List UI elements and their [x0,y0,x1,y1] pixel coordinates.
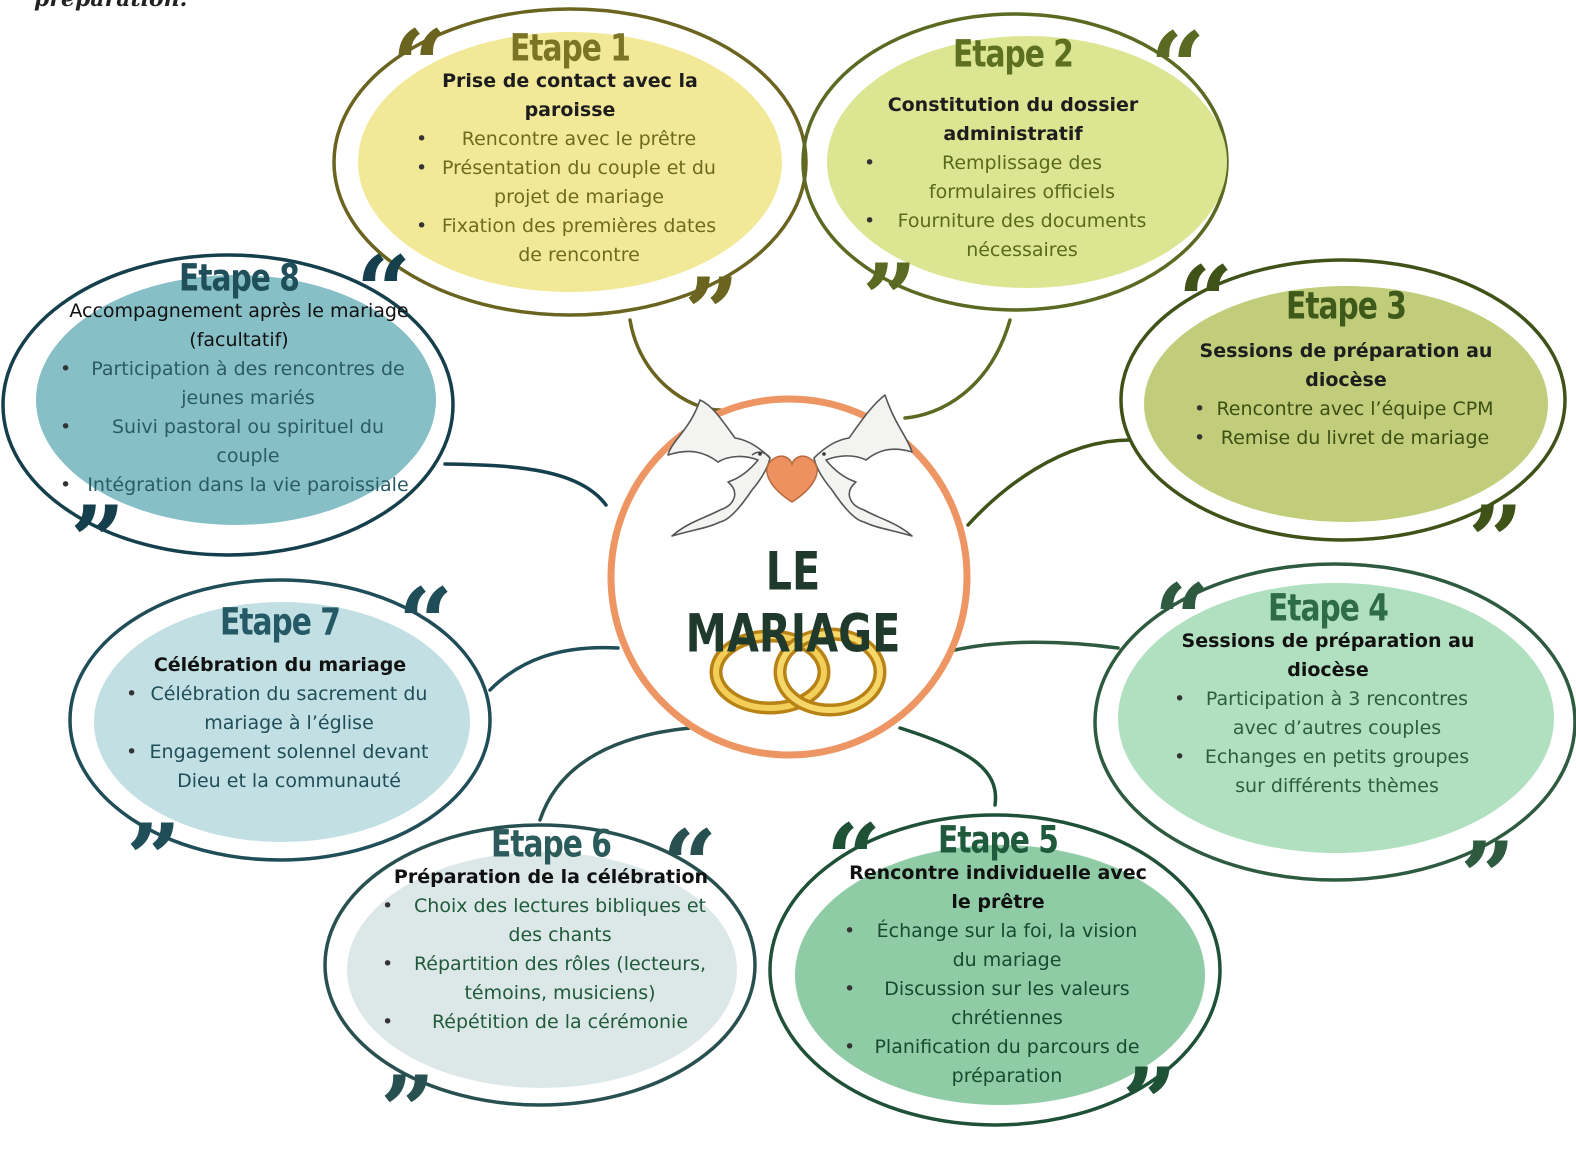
wedding-rings-icon [709,627,887,717]
connector-step7 [488,645,620,692]
step-7-item: Célébration du sacrement du mariage à l’… [126,680,430,738]
step-3-item: Remise du livret de mariage [1194,424,1494,453]
connector-step4 [953,640,1120,652]
step-1-item: Fixation des premières dates de rencontr… [416,212,720,270]
connector-step2 [903,318,1012,420]
step-5: Etape 5 Rencontre individuelle avec le p… [844,817,1148,1091]
quote-close-step3: ” [1468,485,1524,598]
step-4-item: Echanges en petits groupes sur différent… [1174,743,1478,801]
step-5-title: Etape 5 [938,817,1059,862]
step-7-item: Engagement solennel devant Dieu et la co… [126,738,430,796]
connector-step5 [898,726,998,807]
step-4-heading: Sessions de préparation au diocèse [1181,630,1475,681]
step-1-item: Présentation du couple et du projet de m… [416,154,720,212]
connector-step3 [966,438,1132,527]
step-2-heading: Constitution du dossier administratif [887,94,1139,145]
step-5-item: Planification du parcours de préparation [844,1033,1148,1091]
quote-open-step5: “ [826,803,882,916]
step-5-heading: Rencontre individuelle avec le prêtre [849,862,1147,913]
step-7: Etape 7 Célébration du mariage Célébrati… [126,599,430,796]
quote-open-step2: ” [862,243,918,356]
heart-icon [766,455,818,503]
step-6: Etape 6 Préparation de la célébration Ch… [382,821,716,1037]
step-5-item: Discussion sur les valeurs chrétiennes [844,975,1148,1033]
quote-open-step3: “ [1178,245,1234,358]
step-4: Etape 4 Sessions de préparation au diocè… [1174,585,1478,801]
quote-close-step7: “ [398,567,454,680]
quote-open-step4: “ [1154,563,1210,676]
quote-close-step4: ” [1460,821,1516,934]
step-4-item: Participation à 3 rencontres avec d’autr… [1174,685,1478,743]
step-6-item: Répartition des rôles (lecteurs, témoins… [382,950,716,1008]
step-7-title: Etape 7 [220,599,341,644]
step-6-item: Répétition de la cérémonie [382,1008,716,1037]
center-title: LE MARIAGE [685,539,901,665]
step-8: Etape 8 Accompagnement après le mariage … [60,255,414,500]
step-2-item: Fourniture des documents nécessaires [864,207,1158,265]
step-1: Etape 1 Prise de contact avec la paroiss… [416,25,720,270]
step-1-item: Rencontre avec le prêtre [416,125,720,154]
step-3-heading: Sessions de préparation au diocèse [1199,340,1493,391]
step-2-title: Etape 2 [953,31,1074,76]
step-3-item: Rencontre avec l’équipe CPM [1194,395,1494,424]
quote-close-step1: ” [684,257,740,370]
step-5-item: Échange sur la foi, la vision du mariage [844,917,1148,975]
step-8-item: Intégration dans la vie paroissiale [60,471,414,500]
step-2: Etape 2 Constitution du dossier administ… [864,31,1158,265]
doves-icon [667,394,913,537]
connector-step8 [443,462,608,507]
quote-close-step8: “ [356,235,412,348]
step-4-title: Etape 4 [1268,585,1389,630]
quote-open-step1: “ [392,9,448,122]
step-3-title: Etape 3 [1286,283,1407,328]
step-1-title: Etape 1 [510,25,631,70]
quote-open-step8: ” [70,485,126,598]
quote-open-step6: ” [380,1055,436,1168]
step-1-heading: Prise de contact avec la paroisse [442,70,698,121]
quote-close-step2: “ [1150,11,1206,124]
step-8-heading: Accompagnement après le mariage (faculta… [69,300,409,351]
step-6-heading: Préparation de la célébration [393,866,709,888]
step-8-item: Participation à des rencontres de jeunes… [60,355,414,413]
step-8-title: Etape 8 [179,255,300,300]
connector-step6 [538,726,692,822]
step-7-heading: Célébration du mariage [153,654,407,676]
step-8-item: Suivi pastoral ou spirituel du couple [60,413,414,471]
caption: préparation. [34,0,187,12]
quote-open-step7: ” [126,803,182,916]
step-6-item: Choix des lectures bibliques et des chan… [382,892,716,950]
step-2-item: Remplissage des formulaires officiels [864,149,1158,207]
step-3: Etape 3 Sessions de préparation au diocè… [1194,283,1494,453]
step-6-title: Etape 6 [491,821,612,866]
